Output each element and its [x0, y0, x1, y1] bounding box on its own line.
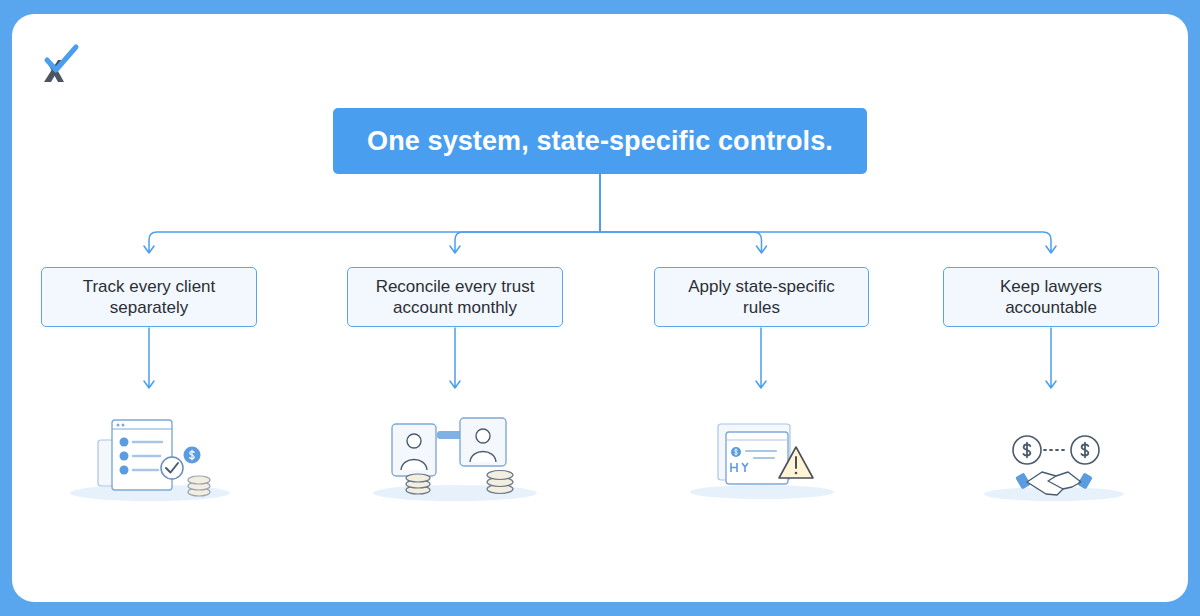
state-rules-icon-part: [746, 451, 776, 458]
reconcile-icon-part: [406, 474, 430, 482]
client-ledger-icon-part: [117, 424, 120, 427]
state-rules-icon-part: [690, 485, 834, 499]
step-box: Reconcile every trust account monthly: [347, 267, 563, 327]
logo-part: [44, 60, 64, 82]
reconcile-icon-part: [407, 434, 421, 448]
reconcile-icon-part: [487, 478, 513, 487]
reconcile-icon: [373, 418, 537, 501]
reconcile-icon-part: [373, 485, 537, 501]
box-text: Reconcile every trust account monthly: [362, 276, 548, 318]
accountability-icon-part: [1027, 472, 1063, 495]
heading-box: One system, state-specific controls.: [333, 108, 867, 174]
client-ledger-icon-part: [120, 438, 129, 447]
client-ledger-icon-part: [161, 457, 183, 479]
connector: [144, 174, 600, 253]
branch-arrow-part: [756, 328, 766, 388]
accountability-icon-part: [1015, 472, 1031, 489]
state-rules-icon-part: [726, 432, 788, 484]
client-ledger-icon-part: [190, 450, 195, 460]
client-ledger-icon-part: [188, 482, 210, 490]
reconcile-icon-part: [392, 424, 436, 476]
client-ledger-icon-part: [166, 463, 178, 473]
accountability-icon-part: [1081, 443, 1088, 458]
reconcile-icon-part: [487, 471, 513, 480]
reconcile-icon-part: [437, 431, 467, 439]
box-text: One system, state-specific controls.: [367, 126, 833, 157]
step-box: Keep lawyers accountable: [943, 267, 1159, 327]
branch-arrow-part: [1046, 328, 1056, 388]
logo-part: [48, 64, 64, 82]
step-box: Apply state-specific rules: [654, 267, 869, 327]
state-rules-icon: [690, 424, 834, 499]
branch-arrow-part: [144, 328, 154, 388]
connector-line: [600, 174, 1056, 253]
state-rules-icon-part: [731, 463, 748, 472]
client-ledger-icon-part: [120, 452, 129, 461]
reconcile-icon-part: [401, 460, 427, 471]
state-rules-icon-part: [795, 457, 797, 468]
connector-line: [144, 174, 600, 253]
client-ledger-icon-part: [112, 420, 172, 490]
step-box: Track every client separately: [41, 267, 257, 327]
client-ledger-icon-part: [133, 442, 162, 470]
reconcile-icon-part: [406, 486, 430, 494]
client-ledger-icon-part: [120, 466, 129, 475]
logo-part: [47, 47, 76, 70]
reconcile-icon-part: [476, 429, 490, 443]
state-rules-icon-part: [718, 424, 790, 480]
state-rules-icon-part: [726, 439, 788, 440]
branch-arrow: [144, 328, 1056, 388]
accountability-icon: [984, 436, 1124, 501]
client-ledger-icon-part: [112, 428, 172, 429]
connector: [450, 174, 600, 253]
connector-line: [600, 174, 767, 253]
branch-arrow-part: [450, 328, 460, 388]
client-ledger-icon-part: [188, 476, 210, 484]
reconcile-icon-part: [406, 480, 430, 488]
box-text: Track every client separately: [56, 276, 242, 318]
connector-line: [450, 174, 600, 253]
state-rules-icon-part: [779, 447, 813, 478]
state-rules-icon-part: [795, 472, 798, 475]
client-ledger-icon-part: [98, 440, 128, 486]
accountability-icon-part: [984, 487, 1124, 501]
state-rules-icon-part: [734, 449, 737, 456]
client-ledger-icon-part: [70, 485, 230, 501]
client-ledger-icon: [70, 420, 230, 501]
client-ledger-icon-part: [184, 447, 201, 464]
accountability-icon-part: [1044, 449, 1068, 451]
box-text: Keep lawyers accountable: [958, 276, 1144, 318]
logo: [44, 47, 76, 82]
reconcile-icon-part: [470, 452, 496, 463]
box-text: Apply state-specific rules: [669, 276, 854, 318]
connector: [600, 174, 767, 253]
client-ledger-icon-part: [122, 424, 125, 427]
accountability-icon-part: [1013, 436, 1041, 464]
accountability-icon-part: [1023, 443, 1030, 458]
state-rules-icon-part: [731, 447, 741, 457]
accountability-icon-part: [1071, 436, 1099, 464]
accountability-icon-part: [1056, 472, 1081, 489]
accountability-icon-part: [1077, 472, 1093, 489]
client-ledger-icon-part: [188, 488, 210, 496]
reconcile-icon-part: [487, 485, 513, 494]
reconcile-icon-part: [460, 418, 506, 466]
connector: [600, 174, 1056, 253]
